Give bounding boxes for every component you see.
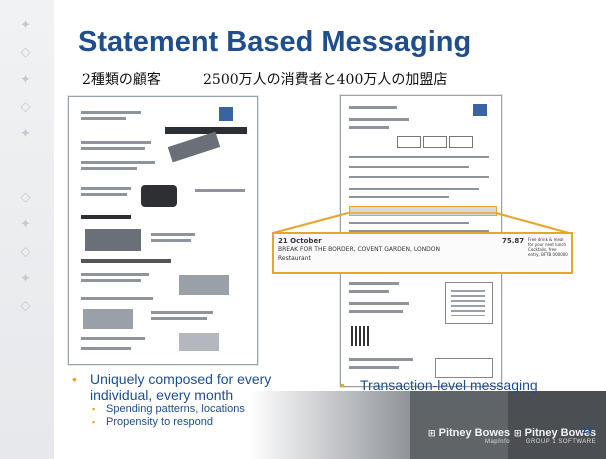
pitney-bowes-logo-icon: ⊞ (428, 429, 436, 439)
logo2-sub: GROUP 1 SOFTWARE (525, 439, 597, 445)
statement-thumbnail-left (68, 96, 258, 365)
logo2-name: Pitney Bowes (524, 427, 597, 439)
logo1-name: Pitney Bowes (438, 427, 511, 439)
slide-title: Statement Based Messaging (78, 26, 472, 58)
magnified-transaction-row: 21 October BREAK FOR THE BORDER, COVENT … (272, 232, 573, 274)
transaction-date: 21 October (278, 237, 322, 245)
page-number: 13 (582, 425, 593, 435)
transaction-merchant: BREAK FOR THE BORDER, COVENT GARDEN, LON… (278, 246, 441, 253)
left-bullet-sub-1: Spending patterns, locations (72, 403, 294, 416)
left-bullet-sub-2: Propensity to respond (72, 416, 294, 429)
footer-panel-mapinfo (410, 391, 508, 459)
pitney-bowes-logo-icon: ⊞ (514, 429, 522, 439)
pitney-bowes-group1-logo: ⊞ Pitney Bowes GROUP 1 SOFTWARE (514, 427, 596, 445)
transaction-message: Free drink & meal for your next lunch Co… (528, 237, 568, 257)
right-bullet: Transaction-level messaging (340, 377, 538, 393)
subtitle-left: 2種類の顧客 (82, 72, 161, 88)
decorative-side-strip: ✦ ◇ ✦ ◇ ✦ ◇ ✦ ◇ ✦ ◇ (0, 0, 54, 459)
transaction-amount: 75.87 (502, 237, 525, 245)
decorative-pattern: ◇ ✦ ◇ ✦ ◇ (18, 190, 33, 318)
footer-panel-group1 (508, 391, 606, 459)
pitney-bowes-mapinfo-logo: ⊞ Pitney Bowes MapInfo (428, 427, 510, 445)
transaction-category: Restaurant (278, 255, 311, 262)
left-bullet-list: Uniquely composed for every individual, … (72, 371, 294, 429)
subtitle-right: 2500万人の消費者と400万人の加盟店 (203, 72, 448, 88)
logo1-sub: MapInfo (484, 439, 511, 445)
left-bullet-main: Uniquely composed for every individual, … (72, 371, 294, 403)
decorative-pattern: ✦ ◇ ✦ ◇ ✦ (18, 18, 33, 146)
